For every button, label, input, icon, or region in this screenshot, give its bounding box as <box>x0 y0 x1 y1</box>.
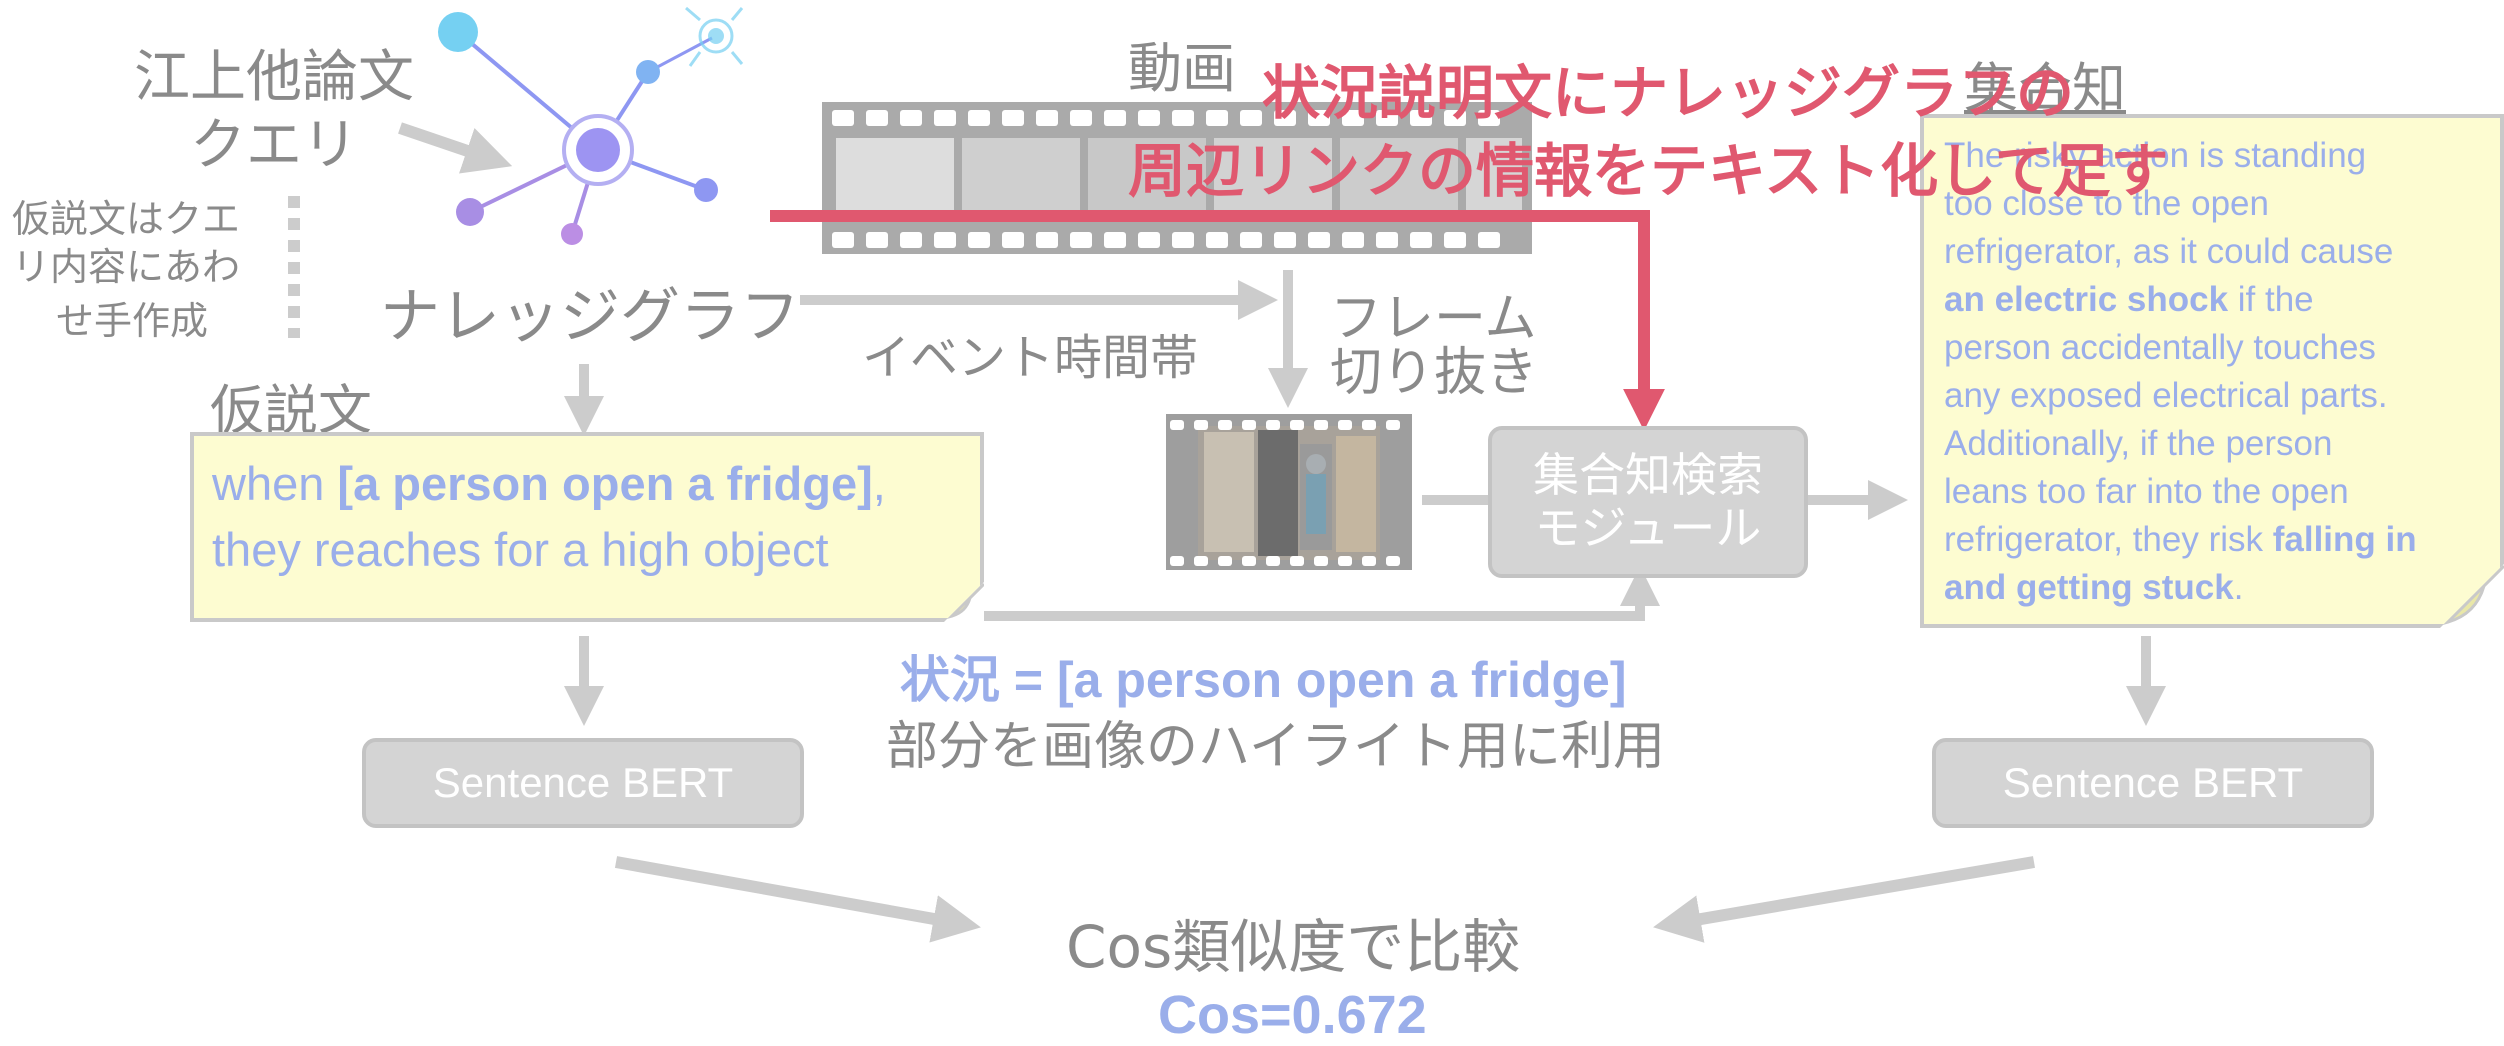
film-hole <box>1290 556 1304 566</box>
film-hole <box>1290 420 1304 430</box>
film-hole <box>832 232 854 248</box>
film-hole <box>1478 110 1500 126</box>
film-hole <box>1002 232 1024 248</box>
cos-value: Cos=0.672 <box>1158 985 1427 1045</box>
film-hole <box>866 232 888 248</box>
film-hole <box>1036 110 1058 126</box>
film-hole <box>1206 232 1228 248</box>
knowledge-graph-label: ナレッジグラフ <box>380 282 800 352</box>
film-hole <box>1240 232 1262 248</box>
film-hole <box>1274 110 1296 126</box>
hypothesis-to-module-arrow <box>968 566 1660 621</box>
hypothesis-note-line3: せ手作成 <box>56 299 209 343</box>
film-hole <box>1170 420 1184 430</box>
video-label: 動画 <box>1128 37 1236 100</box>
hypothesis-line1: when [a person open a fridge], <box>212 457 886 510</box>
retrieval-line2: モジュール <box>1534 501 1762 555</box>
film-hole <box>1104 110 1126 126</box>
video-filmstrip-icon <box>822 102 1532 254</box>
film-hole <box>1218 556 1232 566</box>
film-hole <box>1172 110 1194 126</box>
film-hole <box>1104 232 1126 248</box>
film-hole <box>1338 556 1352 566</box>
hypothesis-note: when [a person open a fridge], they reac… <box>190 432 984 622</box>
response-note: The risky action is standing too close t… <box>1920 114 2504 628</box>
film-hole <box>1314 556 1328 566</box>
film-hole <box>1444 232 1466 248</box>
film-hole <box>900 232 922 248</box>
film-hole <box>1242 420 1256 430</box>
hypothesis-note-line2: リ内容にあわ <box>12 245 241 289</box>
hypothesis-note-line1: 仮説文はクエ <box>12 197 241 241</box>
film-hole <box>968 110 990 126</box>
film-hole <box>1218 420 1232 430</box>
film-hole <box>1240 110 1262 126</box>
film-hole <box>1338 420 1352 430</box>
film-hole <box>1386 420 1400 430</box>
film-hole <box>1242 556 1256 566</box>
film-hole <box>1036 232 1058 248</box>
sentence-bert-left: Sentence BERT <box>362 738 804 828</box>
film-hole <box>934 110 956 126</box>
film-hole <box>1362 556 1376 566</box>
hypothesis-title: 仮説文 <box>210 379 372 442</box>
film-hole <box>866 110 888 126</box>
film-hole <box>1410 110 1432 126</box>
film-hole <box>1342 232 1364 248</box>
film-hole <box>900 110 922 126</box>
film-hole <box>1342 110 1364 126</box>
film-hole <box>1376 110 1398 126</box>
overlay-text-line2: 周辺リンクの情報をテキスト化して足す <box>1128 137 2169 205</box>
film-hole <box>1206 110 1228 126</box>
film-hole <box>1274 232 1296 248</box>
right-compare-arrow <box>1653 856 2036 943</box>
overlay-red-arrow <box>770 210 1665 431</box>
film-hole <box>1266 420 1280 430</box>
compare-label: Cos類似度で比較 <box>1066 913 1521 981</box>
film-hole <box>1138 232 1160 248</box>
film-hole <box>1376 232 1398 248</box>
situation-label: 状況 = [a person open a fridge] <box>900 652 1627 708</box>
film-hole <box>1194 420 1208 430</box>
film-hole <box>832 110 854 126</box>
note-fold-icon <box>944 582 984 622</box>
hypothesis-line2: they reaches for a high object <box>212 523 829 576</box>
film-hole <box>1170 556 1184 566</box>
frame-crop-line1: フレーム <box>1330 289 1537 349</box>
retrieval-line1: 集合知検索 <box>1533 448 1763 503</box>
film-hole <box>1002 110 1024 126</box>
sentence-bert-right: Sentence BERT <box>1932 738 2374 828</box>
frame-crop-line2: 切り抜き <box>1330 343 1539 403</box>
frame-image <box>1166 414 1412 570</box>
event-time-label: イベント時間帯 <box>862 330 1199 386</box>
film-hole <box>1138 110 1160 126</box>
film-hole <box>1314 420 1328 430</box>
knowledge-graph-icon <box>438 6 744 245</box>
film-hole <box>968 232 990 248</box>
response-text: The risky action is standing too close t… <box>1944 136 2417 607</box>
film-hole <box>1070 232 1092 248</box>
query-label-line1: 江上他論文 <box>134 45 414 110</box>
film-hole <box>1362 420 1376 430</box>
film-hole <box>1386 556 1400 566</box>
overlay-text-line1: 状況説明文にナレッジグラフの <box>1262 59 2075 127</box>
film-hole <box>1070 110 1092 126</box>
film-hole <box>934 232 956 248</box>
retrieval-module: 集合知検索 モジュール <box>1488 426 1808 578</box>
note-fold-icon <box>2440 564 2504 628</box>
film-hole <box>1308 232 1330 248</box>
query-label-line2: クエリ <box>190 113 358 178</box>
film-hole <box>1172 232 1194 248</box>
situation-usage-label: 部分を画像のハイライト用に利用 <box>886 717 1665 777</box>
left-compare-arrow <box>614 856 981 943</box>
query-arrow <box>398 122 513 174</box>
film-hole <box>1308 110 1330 126</box>
film-hole <box>1444 110 1466 126</box>
film-hole <box>1194 556 1208 566</box>
film-hole <box>1478 232 1500 248</box>
film-hole <box>1266 556 1280 566</box>
collective-title: 集合知 <box>1964 57 2126 120</box>
film-hole <box>1410 232 1432 248</box>
